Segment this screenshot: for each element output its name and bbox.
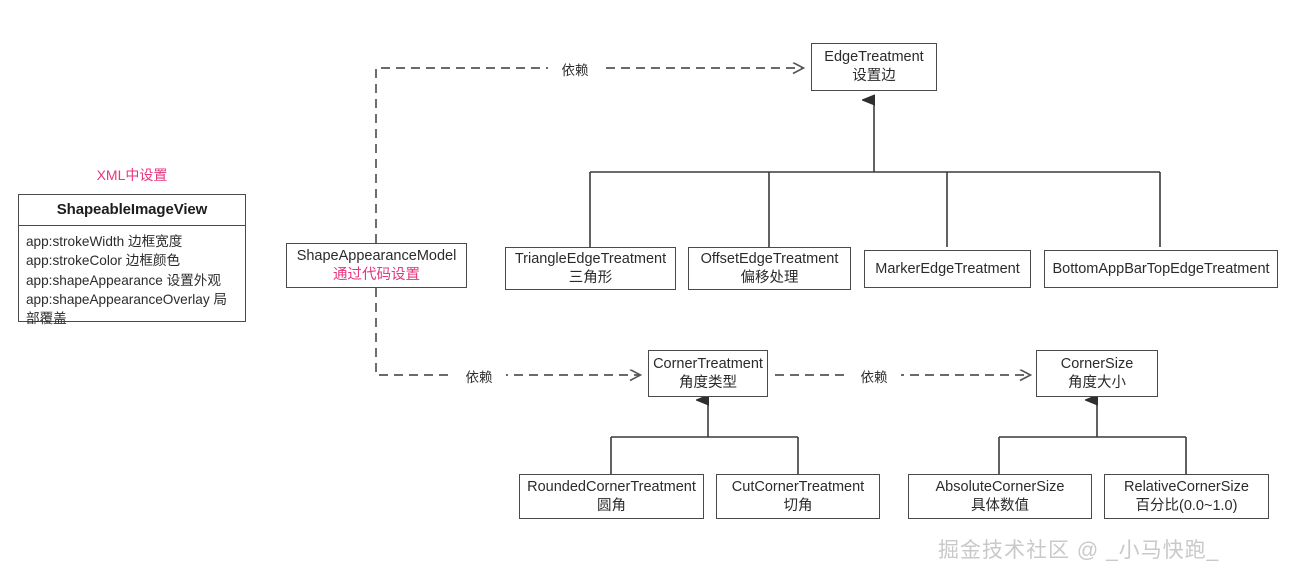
edge-label-dependency-cornersize: 依赖 xyxy=(847,366,901,386)
node-markeredgetreatment: MarkerEdgeTreatment xyxy=(864,250,1031,288)
node-relativecornersize: RelativeCornerSize 百分比(0.0~1.0) xyxy=(1104,474,1269,519)
node-cornersize-name: CornerSize xyxy=(1060,355,1134,372)
node-markeredgetreatment-name: MarkerEdgeTreatment xyxy=(875,260,1020,277)
node-roundedcornertreatment: RoundedCornerTreatment 圆角 xyxy=(519,474,704,519)
node-triangleedgetreatment-name: TriangleEdgeTreatment xyxy=(514,250,667,267)
node-absolutecornersize-subtitle: 具体数值 xyxy=(971,497,1029,514)
node-triangleedgetreatment: TriangleEdgeTreatment 三角形 xyxy=(505,247,676,290)
node-cornertreatment: CornerTreatment 角度类型 xyxy=(648,350,768,397)
inheritance-corner-treatment xyxy=(610,400,799,474)
class-card-attributes: app:strokeWidth 边框宽度 app:strokeColor 边框颜… xyxy=(19,226,245,335)
node-bottomappbartopedgetreatment-name: BottomAppBarTopEdgeTreatment xyxy=(1052,260,1270,277)
class-attribute-strokecolor: app:strokeColor 边框颜色 xyxy=(26,253,181,269)
node-offsetedgetreatment: OffsetEdgeTreatment 偏移处理 xyxy=(688,247,851,290)
class-attribute-shapeappearanceoverlay: app:shapeAppearanceOverlay 局部覆盖 xyxy=(26,291,228,327)
node-cornersize: CornerSize 角度大小 xyxy=(1036,350,1158,397)
node-cornertreatment-subtitle: 角度类型 xyxy=(679,374,737,391)
node-cutcornertreatment-name: CutCornerTreatment xyxy=(731,478,865,495)
watermark-text: 掘金技术社区 @ _小马快跑_ xyxy=(938,539,1220,562)
node-roundedcornertreatment-name: RoundedCornerTreatment xyxy=(527,478,696,495)
class-card-title: ShapeableImageView xyxy=(19,195,245,226)
node-absolutecornersize: AbsoluteCornerSize 具体数值 xyxy=(908,474,1092,519)
node-edgetreatment-name: EdgeTreatment xyxy=(824,49,924,66)
class-attribute-strokewidth: app:strokeWidth 边框宽度 xyxy=(26,234,183,249)
node-relativecornersize-name: RelativeCornerSize xyxy=(1124,478,1249,495)
node-offsetedgetreatment-name: OffsetEdgeTreatment xyxy=(700,250,839,267)
dependency-corner-treatment xyxy=(375,288,640,375)
class-card-shapeableimageview: ShapeableImageView app:strokeWidth 边框宽度 … xyxy=(18,194,246,326)
inheritance-corner-size xyxy=(998,400,1187,474)
node-edgetreatment-subtitle: 设置边 xyxy=(852,68,896,84)
edge-label-dependency-top: 依赖 xyxy=(548,59,602,79)
node-cutcornertreatment-subtitle: 切角 xyxy=(783,497,813,514)
node-absolutecornersize-name: AbsoluteCornerSize xyxy=(935,478,1065,495)
edge-label-dependency-corner: 依赖 xyxy=(452,366,506,386)
node-shapeappearancemodel-name: ShapeAppearanceModel xyxy=(296,247,457,264)
dependency-edge-treatment xyxy=(375,68,803,243)
node-cornersize-subtitle: 角度大小 xyxy=(1068,374,1126,391)
xml-setting-caption: XML中设置 xyxy=(96,167,168,183)
node-shapeappearancemodel-subtitle: 通过代码设置 xyxy=(333,266,420,283)
inheritance-edge-treatment xyxy=(589,100,1161,247)
node-triangleedgetreatment-subtitle: 三角形 xyxy=(568,269,613,286)
node-relativecornersize-subtitle: 百分比(0.0~1.0) xyxy=(1135,497,1238,514)
node-offsetedgetreatment-subtitle: 偏移处理 xyxy=(740,269,799,286)
node-roundedcornertreatment-subtitle: 圆角 xyxy=(597,497,626,514)
node-bottomappbartopedgetreatment: BottomAppBarTopEdgeTreatment xyxy=(1044,250,1278,288)
node-edgetreatment: EdgeTreatment 设置边 xyxy=(811,43,937,91)
node-cutcornertreatment: CutCornerTreatment 切角 xyxy=(716,474,880,519)
node-cornertreatment-name: CornerTreatment xyxy=(653,355,763,372)
node-shapeappearancemodel: ShapeAppearanceModel 通过代码设置 xyxy=(286,243,467,288)
class-attribute-shapeappearance: app:shapeAppearance 设置外观 xyxy=(26,272,221,288)
